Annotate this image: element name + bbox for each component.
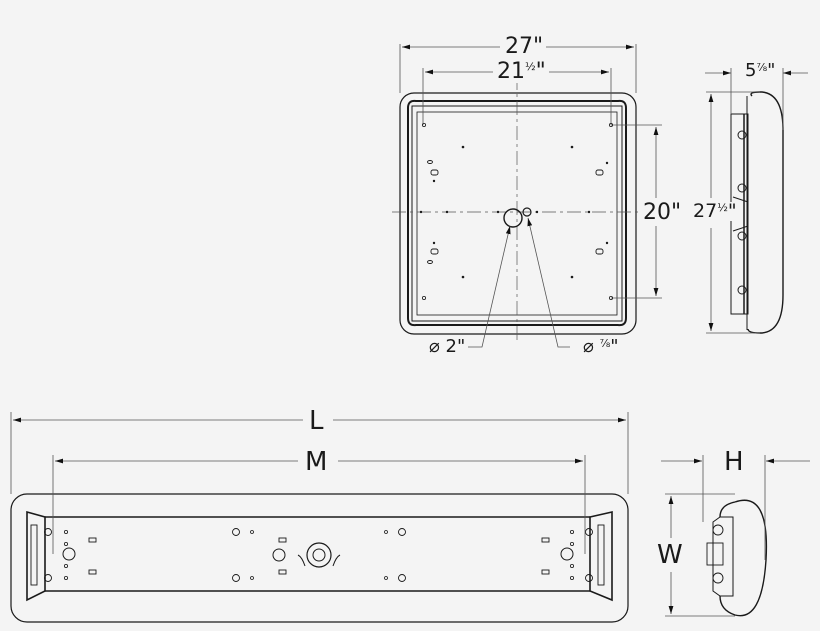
hole-small-diameter-label: ⌀ ⅞" xyxy=(580,338,622,356)
dim-inner-width-label: 21½" xyxy=(494,61,549,83)
dim-depth-whole: 5 xyxy=(745,60,757,81)
dim-M-label: M xyxy=(302,449,331,475)
dim-side-length-fraction: ½ xyxy=(717,201,728,214)
dim-side-length-whole: 27 xyxy=(693,200,718,222)
dim-W-label: W xyxy=(654,542,686,568)
square-fixture-side-view xyxy=(705,68,808,334)
dim-outer-width-label: 27" xyxy=(502,36,547,58)
hole-small-unit: " xyxy=(610,336,619,357)
dim-inner-width-fraction: ½ xyxy=(525,60,536,73)
dim-side-length-label: 27½" xyxy=(690,202,740,221)
linear-fixture-end-view xyxy=(661,455,810,617)
dim-depth-unit: " xyxy=(767,60,776,81)
dim-depth-fraction: ⅞ xyxy=(756,61,768,74)
dim-inner-width-whole: 21 xyxy=(497,59,525,84)
diameter-symbol: ⌀ xyxy=(583,336,594,357)
hole-large-diameter-label: ⌀ 2" xyxy=(426,338,469,356)
dim-L-label: L xyxy=(306,408,327,434)
dim-side-length-unit: " xyxy=(727,200,737,222)
square-fixture-top-view xyxy=(392,44,662,348)
dim-H-label: H xyxy=(721,449,747,475)
dim-inner-width-unit: " xyxy=(535,59,546,84)
dim-height-20-label: 20" xyxy=(640,202,685,224)
hole-small-fraction: ⅞ xyxy=(599,337,611,350)
dim-depth-label: 5⅞" xyxy=(742,60,779,81)
linear-fixture-top-view xyxy=(10,412,629,623)
